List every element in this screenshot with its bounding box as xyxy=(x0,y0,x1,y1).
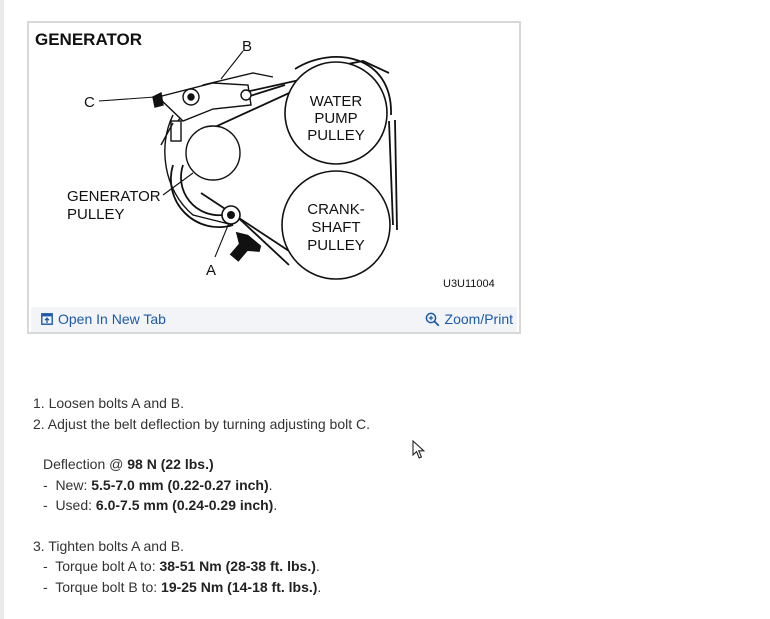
drive-belt-right xyxy=(294,56,398,231)
water-pump-pulley xyxy=(284,61,388,165)
label-crankshaft-1: CRANK- xyxy=(307,201,365,218)
label-crankshaft-3: PULLEY xyxy=(307,237,365,254)
label-c: C xyxy=(84,94,95,111)
procedure-steps: 1. Loosen bolts A and B. 2. Adjust the b… xyxy=(33,393,370,597)
bracket-bolt-b xyxy=(152,82,252,122)
figure-card: GENERATOR xyxy=(27,21,521,334)
step-2: 2. Adjust the belt deflection by turning… xyxy=(33,415,370,432)
zoom-print-label: Zoom/Print xyxy=(444,311,513,327)
label-water-pump-1: WATER xyxy=(310,93,363,110)
label-crankshaft-2: SHAFT xyxy=(311,219,360,236)
figure-toolbar: Open In New Tab Zoom/Print xyxy=(31,307,517,332)
deflection-used: - Used: 6.0-7.5 mm (0.24-0.29 inch). xyxy=(43,497,278,513)
open-in-new-tab-label: Open In New Tab xyxy=(58,311,166,327)
torque-bolt-b: - Torque bolt B to: 19-25 Nm (14-18 ft. … xyxy=(43,578,322,595)
step-3: 3. Tighten bolts A and B. xyxy=(33,537,184,554)
page-left-rule xyxy=(0,0,4,619)
leader-lines xyxy=(98,50,244,258)
torque-bolt-a: - Torque bolt A to: 38-51 Nm (28-38 ft. … xyxy=(43,558,320,574)
crankshaft-pulley xyxy=(281,170,391,280)
zoom-print-button[interactable]: Zoom/Print xyxy=(425,311,513,327)
figure-code: U3U11004 xyxy=(443,278,495,290)
label-generator-pulley-1: GENERATOR xyxy=(67,188,161,205)
generator-pulley xyxy=(185,125,241,181)
open-in-new-tab-button[interactable]: Open In New Tab xyxy=(41,311,166,327)
label-generator-pulley-2: PULLEY xyxy=(67,206,125,223)
diagram-title: GENERATOR xyxy=(35,30,142,49)
mouse-pointer-icon xyxy=(412,439,426,465)
label-b: B xyxy=(242,38,252,55)
deflection-arrow-icon xyxy=(229,231,262,262)
deflection-spec: Deflection @ 98 N (22 lbs.) xyxy=(43,456,214,472)
label-water-pump-3: PULLEY xyxy=(307,127,365,144)
generator-belt-diagram: GENERATOR xyxy=(33,25,519,307)
step-1: 1. Loosen bolts A and B. xyxy=(33,395,185,411)
label-a: A xyxy=(206,262,216,279)
bolt-a xyxy=(221,205,241,225)
magnifier-zoom-icon xyxy=(425,312,439,326)
open-in-new-tab-icon xyxy=(41,313,53,325)
deflection-new: - New: 5.5-7.0 mm (0.22-0.27 inch). xyxy=(43,476,273,493)
label-water-pump-2: PUMP xyxy=(314,110,357,127)
